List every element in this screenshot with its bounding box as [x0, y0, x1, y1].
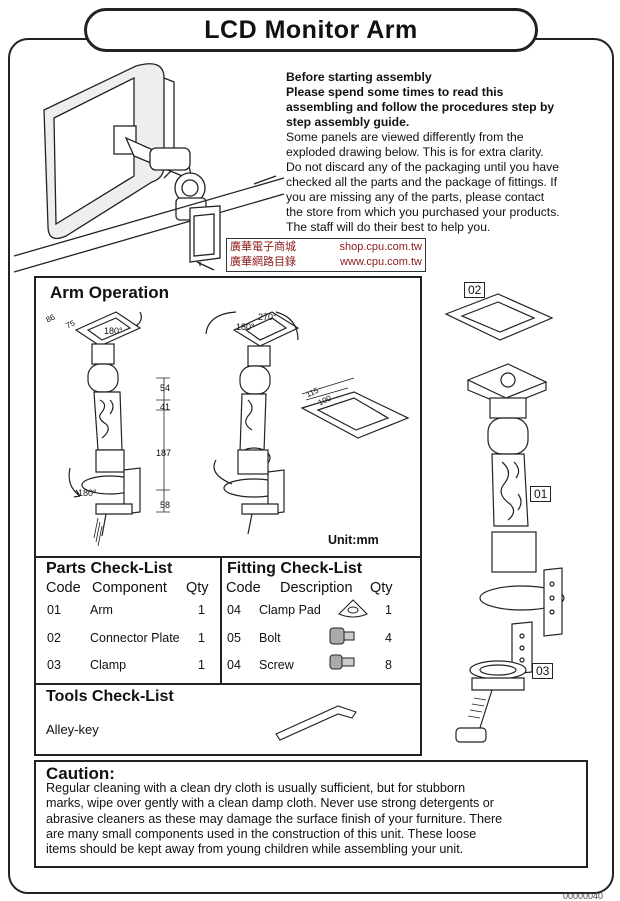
fitting-row-3-qty: 8 [385, 658, 392, 672]
fitting-header-qty: Qty [370, 580, 393, 596]
clamp-pad-icon [338, 599, 368, 618]
monitor-arm-illustration [13, 63, 285, 273]
fitting-row-2-description: Bolt [259, 631, 281, 645]
dim-58: 58 [160, 500, 171, 510]
parts-row-3-qty: 1 [198, 658, 205, 672]
caution-line-3: abrasive cleaners as these may damage th… [46, 811, 503, 826]
parts-row-2-code: 02 [47, 631, 61, 645]
caution-line-1: Regular cleaning with a clean dry cloth … [46, 781, 466, 795]
tools-item: Alley-key [46, 722, 99, 737]
parts-row-2-component: Connector Plate [90, 631, 180, 645]
intro-bold-1: Before starting assembly [286, 70, 432, 84]
caution-box [34, 760, 588, 868]
caution-line-5: items should be kept away from young chi… [46, 842, 464, 857]
intro-line-1: Some panels are viewed differently from … [286, 130, 524, 144]
parts-row-2-qty: 1 [198, 631, 205, 645]
exploded-drawing [444, 293, 565, 743]
caution-title: Caution: [46, 764, 115, 783]
intro-line-6: the store from which you purchased your … [286, 205, 560, 219]
arm-operation-drawing [68, 311, 410, 547]
fitting-row-3-code: 04 [227, 658, 241, 672]
fitting-row-2-qty: 4 [385, 631, 392, 645]
stamp-url-1: shop.cpu.com.tw [339, 241, 422, 253]
parts-row-3-code: 03 [47, 658, 61, 672]
part-label-01: 01 [530, 486, 552, 502]
dim-187: 187 [156, 448, 172, 458]
fitting-header-code: Code [226, 580, 261, 596]
fitting-row-1-code: 04 [227, 603, 241, 617]
angle-180-bottom: 180° [78, 488, 97, 498]
parts-title: Parts Check-List [46, 560, 173, 577]
dim-41: 41 [160, 402, 171, 412]
stamp-cn-1: 廣華電子商城 [230, 241, 296, 253]
parts-row-1-code: 01 [47, 603, 61, 617]
parts-row-1-qty: 1 [198, 603, 205, 617]
angle-270: 270° [258, 312, 277, 322]
caution-line-4: are many small components used in the co… [46, 826, 477, 841]
arm-operation-title: Arm Operation [50, 283, 170, 302]
unit-label: Unit:mm [328, 533, 379, 547]
part-label-03: 03 [532, 663, 554, 679]
intro-line-3: Do not discard any of the packaging unti… [286, 160, 560, 174]
fitting-row-2-code: 05 [227, 631, 241, 645]
caution-line-2: marks, wipe over gently with a clean dam… [46, 796, 494, 811]
intro-bold-3: assembling and follow the procedures ste… [286, 100, 555, 114]
bolt-icon [329, 627, 355, 645]
fitting-row-3-description: Screw [259, 658, 294, 672]
check-list-divider-v [220, 558, 222, 684]
page-title: LCD Monitor Arm [84, 8, 538, 52]
check-list-divider-h [36, 683, 420, 685]
intro-line-2: exploded drawing below. This is for extr… [286, 145, 544, 159]
intro-text: Before starting assembly Please spend so… [286, 70, 596, 235]
parts-row-3-component: Clamp [90, 658, 127, 672]
parts-header-component: Component [92, 580, 167, 596]
intro-bold-4: step assembly guide. [286, 115, 410, 129]
dim-54: 54 [160, 383, 171, 393]
parts-row-1-component: Arm [90, 603, 113, 617]
intro-bold-2: Please spend some times to read this [286, 85, 504, 99]
angle-180-mid: 180° [236, 322, 255, 332]
screw-icon [329, 654, 355, 670]
footer-number: 00000040 [563, 891, 604, 901]
stamp-cn-2: 廣華網路目錄 [230, 256, 296, 268]
tools-title: Tools Check-List [46, 688, 174, 705]
intro-line-5: you are missing any of the parts, please… [286, 190, 545, 204]
parts-header-code: Code [46, 580, 81, 596]
fitting-header-description: Description [280, 580, 353, 596]
intro-line-4: checked all the parts and the package of… [286, 175, 557, 189]
parts-header-qty: Qty [186, 580, 209, 596]
check-list-box [34, 556, 422, 756]
fitting-title: Fitting Check-List [227, 560, 363, 577]
stamp-url-2: www.cpu.com.tw [340, 256, 422, 268]
store-stamp: 廣華電子商城 shop.cpu.com.tw 廣華網路目錄 www.cpu.com.… [226, 238, 426, 272]
fitting-row-1-description: Clamp Pad [259, 603, 321, 617]
part-label-02: 02 [464, 282, 486, 298]
fitting-row-1-qty: 1 [385, 603, 392, 617]
angle-180-top: 180° [104, 326, 123, 336]
allen-key-icon [275, 705, 357, 741]
intro-line-7: The staff will do their best to help you… [286, 220, 491, 234]
caution-body: Regular cleaning with a clean dry cloth … [46, 781, 586, 857]
